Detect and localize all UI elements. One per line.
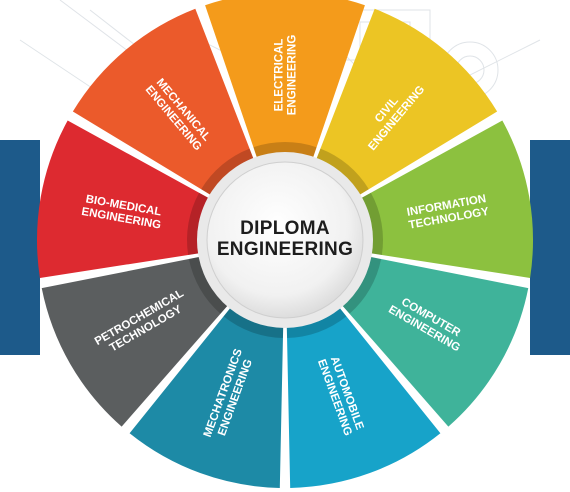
hub-title: DIPLOMA ENGINEERING [205,218,365,260]
hub-circle [206,161,364,319]
segment-computer [339,255,529,427]
hub-title-line-2: ENGINEERING [216,239,354,260]
segment-mechanical [72,8,256,198]
segment-information-technology [356,120,533,278]
left-side-bar [0,140,40,355]
hub-layer [197,152,373,328]
right-side-bar [530,140,570,355]
segments-layer [37,0,533,488]
segment-mechatronics [129,303,284,488]
segment-civil [314,8,498,198]
segment-petrochemical [41,255,231,427]
segment-label-line: ELECTRICAL [274,39,286,112]
segment-electrical [205,0,365,163]
segment-label-line: ENGINEERING [287,35,299,116]
segment-automobile [286,303,441,488]
hub-title-line-1: DIPLOMA [240,218,330,239]
segment-bio-medical [37,120,214,278]
